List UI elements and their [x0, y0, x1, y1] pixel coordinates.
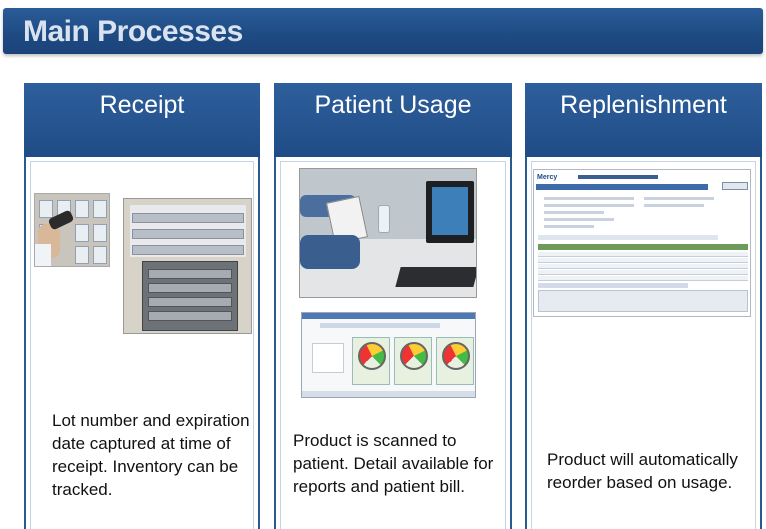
patient-usage-heading: Patient Usage [274, 83, 512, 157]
mercy-logo: Mercy [537, 174, 558, 181]
receipt-heading: Receipt [24, 83, 260, 157]
usage-dashboard-screenshot [301, 312, 476, 398]
scanning-product-photo [299, 168, 477, 298]
purchase-order-screenshot: Mercy [533, 169, 751, 317]
page-title: Main Processes [23, 15, 243, 48]
replenishment-description: Product will automatically reorder based… [547, 450, 738, 492]
receipt-description: Lot number and expiration date captured … [52, 411, 250, 499]
title-bar: Main Processes [3, 8, 763, 54]
supply-cabinet-photo [123, 198, 252, 334]
replenishment-heading: Replenishment [525, 83, 762, 157]
barcode-scan-photo [34, 193, 110, 267]
patient-usage-description: Product is scanned to patient. Detail av… [293, 431, 494, 496]
